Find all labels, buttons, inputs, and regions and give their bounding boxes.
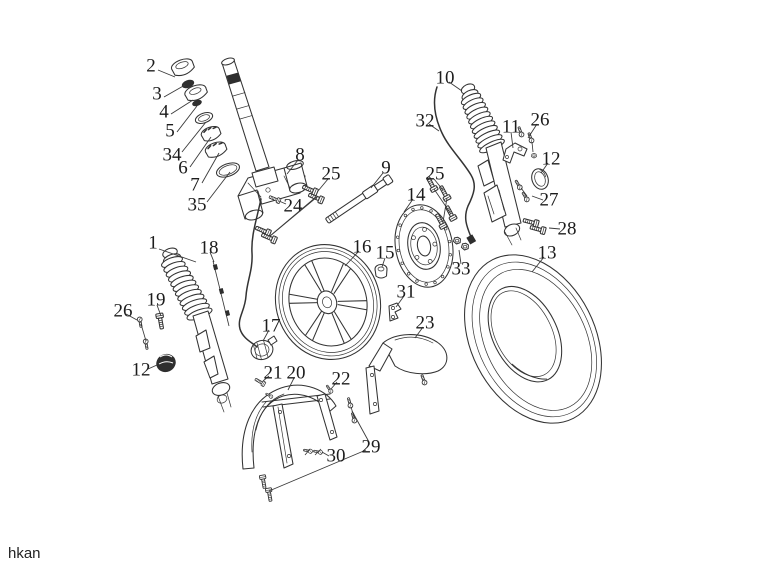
cable-clips-drawing [212, 260, 231, 327]
leader-line-2 [157, 69, 176, 78]
leader-line-29 [351, 410, 370, 443]
triple-clamp-drawing [237, 160, 308, 221]
leader-line-23 [414, 326, 424, 339]
part-label-15: 15 [376, 243, 395, 264]
leader-line-8 [286, 159, 299, 175]
leader-line-20 [287, 377, 295, 391]
part-label-1: 1 [148, 233, 158, 254]
speedo-drive-drawing [250, 335, 278, 361]
leader-line-6 [189, 136, 212, 168]
part-label-29: 29 [362, 437, 381, 458]
part-label-8: 8 [295, 145, 305, 166]
brake-disc-drawing [394, 204, 454, 288]
leader-line-27 [531, 195, 544, 201]
part-label-12: 12 [132, 360, 151, 381]
footer-text: hkan [8, 545, 41, 562]
part-label-4: 4 [159, 102, 169, 123]
leader-line-4 [170, 99, 194, 115]
part-label-11: 11 [502, 117, 520, 138]
leader-line-30 [321, 451, 330, 457]
leader-line-12 [540, 162, 549, 174]
leader-line-29 [268, 449, 367, 492]
part-label-6: 6 [178, 158, 188, 179]
leader-line-22 [330, 381, 338, 390]
part-label-34: 34 [163, 145, 183, 166]
part-label-5: 5 [165, 121, 175, 142]
part-label-18: 18 [200, 238, 219, 259]
leader-line-13 [531, 256, 545, 273]
leader-line-28 [548, 227, 561, 230]
part-label-2: 2 [146, 56, 156, 77]
leader-line-1 [158, 248, 197, 263]
leader-line-26 [125, 313, 138, 321]
leader-line-25 [317, 178, 329, 192]
leader-line-7 [201, 152, 220, 184]
leader-line-9 [370, 172, 384, 189]
part-label-35: 35 [188, 195, 207, 216]
leader-line-10 [448, 81, 463, 92]
leader-line-32 [428, 123, 440, 132]
part-label-31: 31 [397, 282, 416, 303]
part-label-21: 21 [264, 363, 283, 384]
part-label-26: 26 [531, 110, 550, 131]
leader-line-12 [147, 364, 158, 370]
leader-line-14 [403, 198, 414, 213]
part-label-22: 22 [332, 369, 351, 390]
tire-drawing [464, 254, 602, 424]
bearing-stack-drawing [170, 58, 240, 178]
leader-line-35 [206, 171, 231, 203]
leader-line-25 [269, 196, 317, 237]
part-label-27: 27 [540, 190, 559, 211]
part-label-33: 33 [452, 259, 471, 280]
leader-line-17 [262, 329, 270, 342]
part-label-17: 17 [262, 316, 281, 337]
part-label-25: 25 [426, 164, 445, 185]
part-label-25: 25 [322, 164, 341, 185]
part-label-23: 23 [416, 313, 435, 334]
mudflap-drawing [365, 334, 448, 415]
spacer-drawing [374, 263, 388, 279]
part-label-19: 19 [147, 290, 166, 311]
part-label-14: 14 [407, 185, 427, 206]
part-label-24: 24 [284, 196, 304, 217]
speedo-cable-drawing [238, 198, 262, 348]
part-label-26: 26 [114, 301, 133, 322]
part-label-13: 13 [538, 243, 557, 264]
part-label-16: 16 [353, 237, 372, 258]
left-fork-drawing [161, 247, 232, 413]
fender-drawing [241, 384, 338, 470]
hardware-drawing [136, 125, 549, 503]
leader-line-25 [433, 178, 444, 191]
part-label-20: 20 [287, 363, 306, 384]
part-label-7: 7 [190, 175, 200, 196]
leader-line-31 [395, 295, 405, 308]
leader-line-11 [510, 131, 514, 149]
leader-line-24 [278, 200, 287, 205]
leader-line-16 [344, 250, 360, 267]
axle-drawing [325, 174, 394, 224]
leader-line-19 [156, 304, 162, 317]
leader-line-15 [381, 257, 386, 268]
leader-line-5 [176, 105, 198, 133]
part-label-12: 12 [542, 149, 561, 170]
part-label-30: 30 [327, 446, 346, 467]
leader-line-18 [209, 251, 215, 263]
part-label-10: 10 [436, 68, 455, 89]
part-label-32: 32 [416, 111, 435, 132]
steering-stem-drawing [221, 57, 270, 172]
brake-hose-drawing [433, 86, 477, 245]
wheel-drawing [274, 244, 382, 360]
part-label-28: 28 [558, 219, 577, 240]
part-label-3: 3 [152, 84, 162, 105]
right-fork-drawing [460, 83, 522, 246]
leader-line-26 [527, 123, 538, 139]
leader-line-33 [458, 249, 462, 265]
part-label-9: 9 [381, 158, 391, 179]
leader-line-34 [181, 121, 207, 153]
leader-line-3 [163, 84, 186, 98]
leader-line-21 [262, 375, 270, 382]
